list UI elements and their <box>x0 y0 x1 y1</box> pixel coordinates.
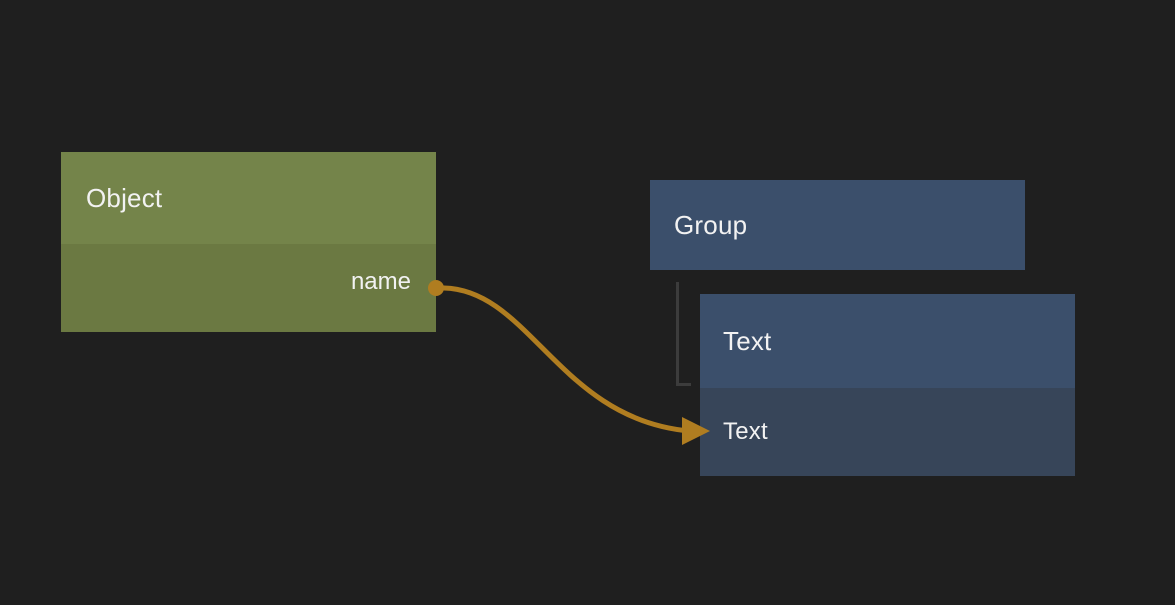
node-text-header[interactable]: Text <box>700 294 1075 388</box>
property-label-name: name <box>350 268 411 295</box>
node-group-header[interactable]: Group <box>650 180 1025 270</box>
node-text-title: Text <box>723 326 772 356</box>
node-object-header[interactable]: Object <box>61 152 436 244</box>
node-text[interactable]: Text Text <box>700 294 1075 476</box>
node-text-body[interactable]: Text <box>700 388 1075 476</box>
node-object-body: name <box>61 244 436 332</box>
node-group-title: Group <box>674 210 748 240</box>
property-row-name[interactable]: name <box>61 265 436 299</box>
node-object[interactable]: Object name <box>61 152 436 332</box>
edge-name-to-text[interactable] <box>441 285 693 434</box>
group-child-bracket <box>676 282 691 386</box>
output-port-name[interactable] <box>428 280 444 296</box>
node-text-property-label: Text <box>723 418 768 445</box>
node-object-title: Object <box>86 183 163 213</box>
